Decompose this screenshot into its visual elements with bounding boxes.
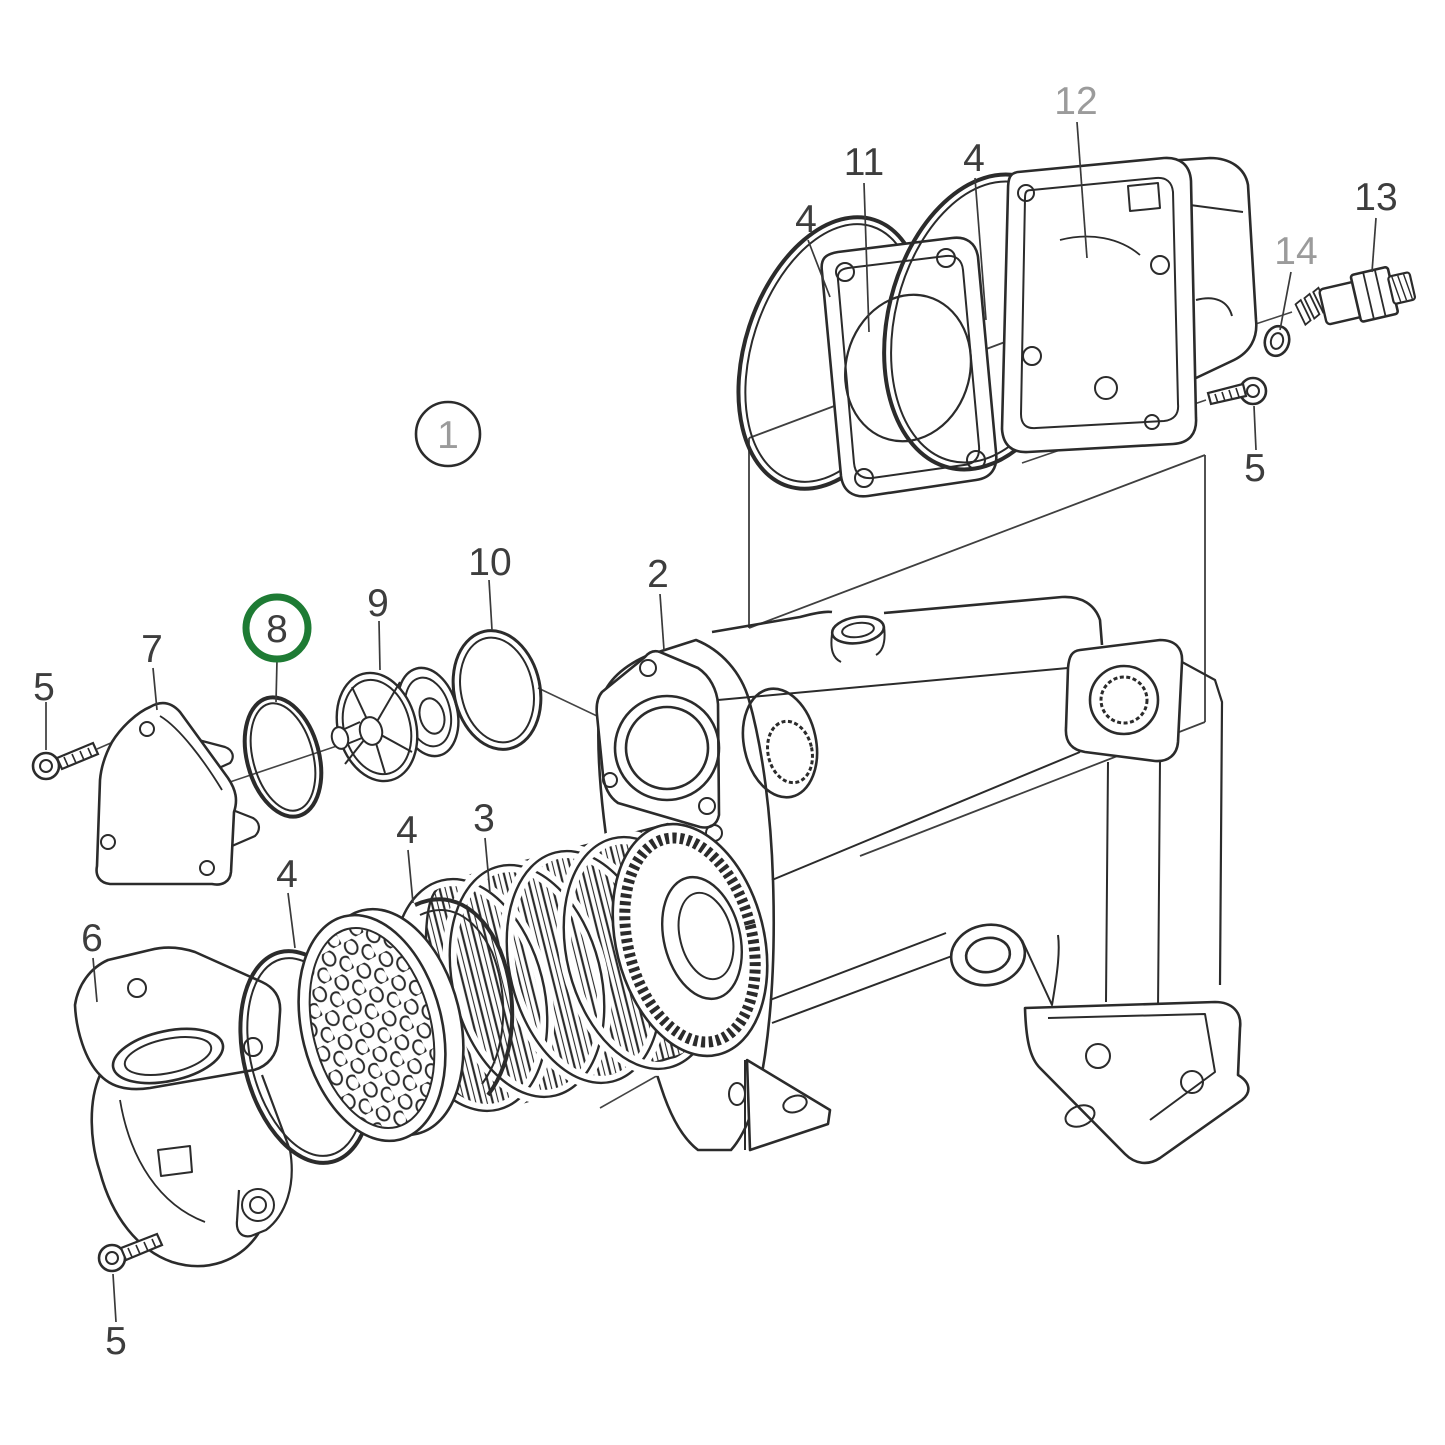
callouts: 1 2 3 4 4 4 4 5 5 5 6 7 8 9 10 11 12 13 … xyxy=(33,80,1398,1363)
callout-10-label[interactable]: 10 xyxy=(468,541,511,584)
callout-4a-label[interactable]: 4 xyxy=(795,198,817,241)
part-4-o-ring-behind-plate xyxy=(414,897,515,1097)
callout-13-label[interactable]: 13 xyxy=(1354,176,1397,219)
callout-5c-label[interactable]: 5 xyxy=(105,1320,127,1363)
part-11-gasket xyxy=(820,236,998,498)
part-5-bolt-bottom xyxy=(97,1232,164,1273)
part-9-thermostat xyxy=(330,666,460,783)
part-5-bolt-left xyxy=(31,741,100,781)
part-10-o-ring xyxy=(451,629,543,751)
part-6-end-cover-housing xyxy=(73,946,293,1268)
callout-5a-label[interactable]: 5 xyxy=(1244,447,1266,490)
callout-7-label[interactable]: 7 xyxy=(141,628,163,671)
callout-1-assembly[interactable]: 1 xyxy=(414,400,482,468)
callout-leader-lines xyxy=(45,121,1377,1323)
callout-2-label[interactable]: 2 xyxy=(647,553,669,596)
callout-8-highlight-circle[interactable] xyxy=(242,593,312,663)
part-12-end-cover xyxy=(1000,156,1258,454)
callout-3-label[interactable]: 3 xyxy=(473,797,495,840)
callout-4b-label[interactable]: 4 xyxy=(963,137,985,180)
part-8-o-ring xyxy=(242,695,324,819)
callout-8-label[interactable]: 8 xyxy=(266,608,288,651)
part-perforated-end-plate xyxy=(297,907,465,1143)
callout-8-highlighted[interactable]: 8 xyxy=(242,593,312,663)
part-13-fitting xyxy=(1294,266,1417,327)
callout-11-label[interactable]: 11 xyxy=(844,141,885,184)
callout-1-label[interactable]: 1 xyxy=(437,414,459,457)
callout-5b-label[interactable]: 5 xyxy=(33,666,55,709)
part-14-washer xyxy=(1263,324,1291,358)
part-7-thermostat-cover xyxy=(95,701,260,886)
callout-14-label[interactable]: 14 xyxy=(1274,230,1317,273)
callout-4d-label[interactable]: 4 xyxy=(396,809,418,852)
callout-1-circle[interactable] xyxy=(414,400,482,468)
part-5-bolt-right xyxy=(1206,376,1268,406)
callout-12-label[interactable]: 12 xyxy=(1054,80,1097,123)
callout-4c-label[interactable]: 4 xyxy=(276,853,298,896)
callout-6-label[interactable]: 6 xyxy=(81,917,103,960)
callout-9-label[interactable]: 9 xyxy=(367,582,389,625)
